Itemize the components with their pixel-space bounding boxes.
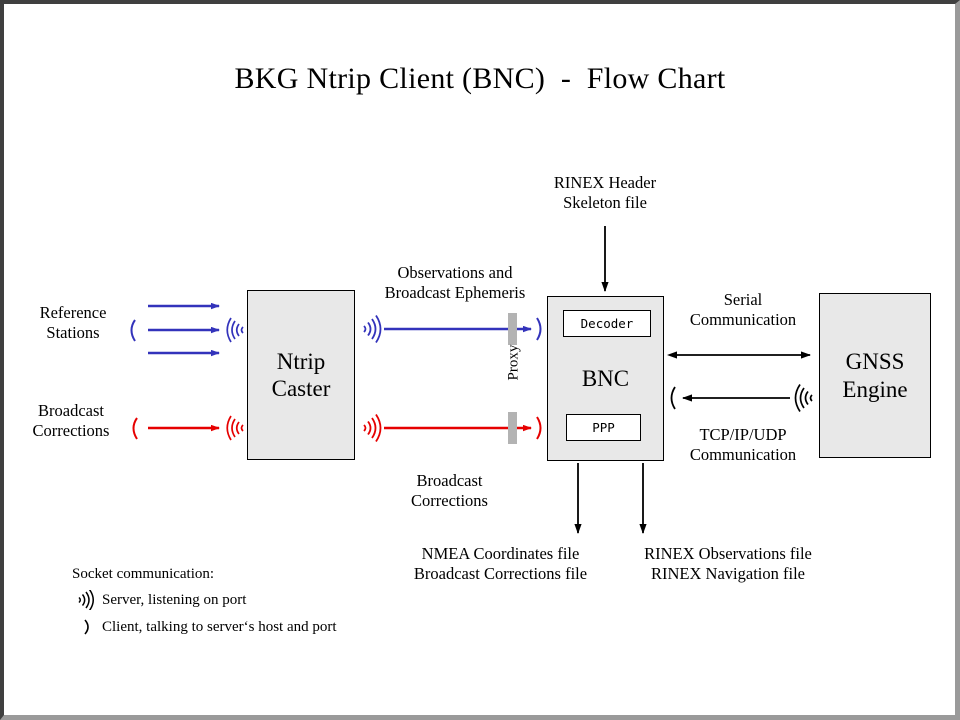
- label-observations-ephemeris: Observations and Broadcast Ephemeris: [384, 263, 526, 303]
- label-broadcast-corrections-stream: Broadcast Corrections: [411, 471, 488, 511]
- legend-item-server-label: Server, listening on port: [102, 591, 247, 608]
- node-bnc[interactable]: Decoder BNC PPP: [547, 296, 664, 461]
- node-bnc-decoder[interactable]: Decoder: [563, 310, 651, 337]
- server-antenna-icon: [72, 590, 102, 610]
- label-broadcast-corrections-source: Broadcast Corrections: [32, 401, 110, 441]
- client-paren-icon: [72, 617, 102, 637]
- gnss-engine-label: GNSS Engine: [842, 349, 908, 402]
- label-nmea-outputs: NMEA Coordinates file Broadcast Correcti…: [413, 544, 588, 584]
- label-serial-communication: Serial Communication: [689, 290, 797, 330]
- ntrip-caster-label: Ntrip Caster: [271, 348, 331, 401]
- node-gnss-engine[interactable]: GNSS Engine: [819, 293, 931, 458]
- node-ntrip-caster[interactable]: Ntrip Caster: [247, 290, 355, 460]
- label-tcpip-communication: TCP/IP/UDP Communication: [689, 425, 797, 465]
- legend-title: Socket communication:: [72, 566, 215, 582]
- node-bnc-ppp[interactable]: PPP: [566, 414, 641, 441]
- bnc-ppp-label: PPP: [592, 420, 615, 435]
- label-rinex-outputs: RINEX Observations file RINEX Navigation…: [644, 544, 812, 584]
- legend-item-client: Client, talking to server‘s host and por…: [72, 617, 337, 637]
- diagram-canvas: [4, 4, 955, 715]
- legend-item-client-label: Client, talking to server‘s host and por…: [102, 618, 337, 635]
- label-reference-stations: Reference Stations: [39, 303, 107, 343]
- label-proxy: Proxy: [505, 344, 522, 381]
- bnc-decoder-label: Decoder: [580, 316, 634, 331]
- legend-item-server: Server, listening on port: [72, 590, 337, 610]
- bnc-label: BNC: [581, 365, 630, 391]
- page-title: BKG Ntrip Client (BNC) - Flow Chart: [234, 62, 726, 95]
- label-rinex-header-skeleton: RINEX Header Skeleton file: [553, 173, 657, 213]
- legend: Socket communication: Server, listening …: [72, 566, 337, 637]
